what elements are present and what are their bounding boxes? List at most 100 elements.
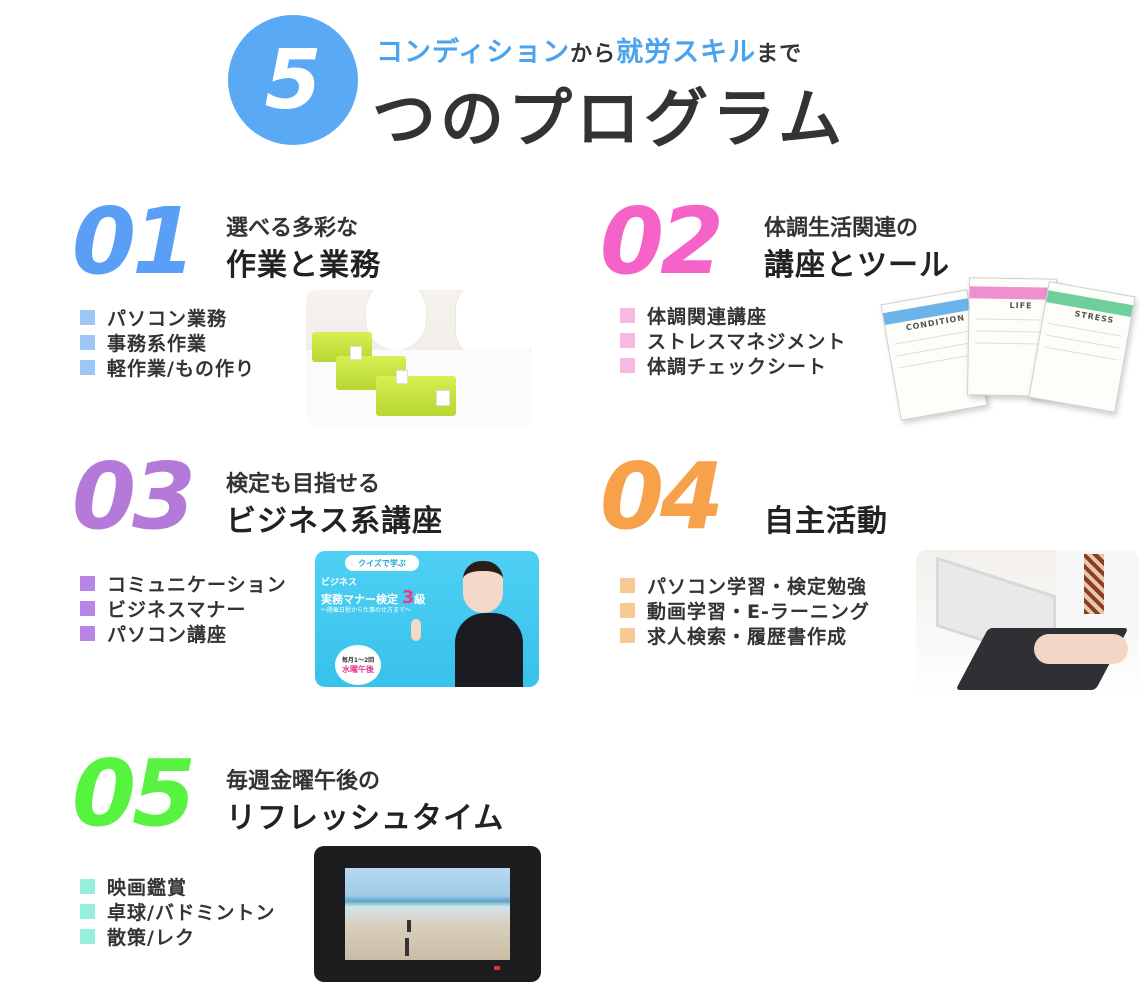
section-05-list: 映画鑑賞 卓球/バドミントン 散策/レク	[80, 874, 276, 949]
section-03-subtitle: 検定も目指せる	[226, 472, 381, 497]
list-item: パソコン講座	[80, 621, 287, 646]
list-item-label: パソコン業務	[107, 308, 228, 330]
woman-body	[455, 613, 523, 687]
person-shape	[456, 290, 531, 360]
quiz-grade-suffix: 級	[414, 593, 426, 606]
figure-silhouette	[407, 920, 411, 932]
list-item-label: ストレスマネジメント	[647, 331, 847, 353]
list-item-label: パソコン学習・検定勉強	[647, 576, 868, 598]
list-item: 散策/レク	[80, 924, 276, 949]
square-bullet-icon	[620, 578, 635, 593]
list-item-label: 動画学習・E-ラーニング	[647, 601, 870, 623]
list-item: 事務系作業	[80, 330, 255, 355]
square-bullet-icon	[80, 601, 95, 616]
list-item-label: 映画鑑賞	[107, 877, 188, 899]
list-item-label: 体調関連講座	[647, 306, 768, 328]
square-bullet-icon	[80, 904, 95, 919]
section-01-subtitle: 選べる多彩な	[226, 216, 359, 241]
list-item-label: 求人検索・履歴書作成	[647, 626, 848, 648]
section-05-number: 05	[72, 740, 196, 847]
quiz-line1: ビジネス	[321, 578, 358, 588]
person-arm	[1034, 634, 1128, 664]
section-03-number: 03	[72, 443, 196, 550]
paper-card	[350, 346, 362, 360]
list-item: ストレスマネジメント	[620, 328, 846, 353]
figure-silhouette	[405, 938, 409, 956]
square-bullet-icon	[620, 308, 635, 323]
hero-title: つのプログラム	[372, 83, 847, 157]
quiz-line3: ～開催日程から仕事の仕方まで～	[321, 607, 412, 614]
list-item: パソコン業務	[80, 305, 255, 330]
check-sheets-photo: CONDITION LIFE STRESS	[880, 274, 1136, 424]
paper-card	[396, 370, 408, 384]
paper-card	[436, 390, 450, 406]
section-01-list: パソコン業務 事務系作業 軽作業/もの作り	[80, 305, 255, 380]
list-item-label: 事務系作業	[107, 333, 208, 355]
list-item: 求人検索・履歴書作成	[620, 623, 870, 648]
list-item-label: 軽作業/もの作り	[107, 358, 255, 380]
quiz-banner-photo: クイズで学ぶ ビジネス 実務マナー検定 3級 ～開催日程から仕事の仕方まで～ 毎…	[315, 551, 539, 687]
square-bullet-icon	[80, 360, 95, 375]
office-work-photo	[306, 290, 531, 426]
section-02-title: 講座とツール	[764, 248, 950, 283]
square-bullet-icon	[80, 335, 95, 350]
list-item: 動画学習・E-ラーニング	[620, 598, 870, 623]
hero-subtitle-skill: 就労スキル	[616, 37, 757, 68]
badge-bottom: 水曜午後	[342, 665, 374, 674]
projector-screen	[345, 868, 510, 960]
list-item: パソコン学習・検定勉強	[620, 573, 870, 598]
list-item: ビジネスマナー	[80, 596, 287, 621]
list-item: 卓球/バドミントン	[80, 899, 276, 924]
square-bullet-icon	[80, 310, 95, 325]
laptop-study-photo	[916, 550, 1139, 700]
person-shape	[366, 290, 426, 350]
list-item: 体調チェックシート	[620, 353, 846, 378]
section-05-subtitle: 毎週金曜午後の	[226, 769, 381, 794]
movie-screening-photo	[314, 846, 541, 982]
list-item: 体調関連講座	[620, 303, 846, 328]
sheet-label: LIFE	[1009, 300, 1033, 311]
section-01-number: 01	[72, 188, 196, 295]
quiz-exam-name: 実務マナー検定	[321, 593, 398, 606]
section-02-subtitle: 体調生活関連の	[764, 216, 919, 241]
section-01-title: 作業と業務	[226, 248, 381, 283]
list-item: 軽作業/もの作り	[80, 355, 255, 380]
list-item-label: ビジネスマナー	[107, 599, 247, 621]
section-02-number: 02	[600, 188, 724, 295]
list-item-label: 卓球/バドミントン	[107, 902, 276, 924]
section-04-list: パソコン学習・検定勉強 動画学習・E-ラーニング 求人検索・履歴書作成	[620, 573, 870, 648]
pointing-hand	[411, 619, 421, 641]
hero-subtitle-condition: コンディション	[376, 37, 571, 68]
quiz-schedule-badge: 毎月1～2回 水曜午後	[335, 645, 381, 685]
square-bullet-icon	[80, 879, 95, 894]
list-item-label: コミュニケーション	[107, 574, 287, 596]
hero-number: 5	[264, 32, 322, 128]
quiz-line2: 実務マナー検定 3級	[321, 587, 425, 608]
list-item-label: 体調チェックシート	[647, 356, 828, 378]
list-item-label: パソコン講座	[107, 624, 228, 646]
square-bullet-icon	[80, 929, 95, 944]
section-04-number: 04	[600, 443, 724, 550]
section-04-title: 自主活動	[764, 504, 888, 539]
square-bullet-icon	[620, 603, 635, 618]
section-03-list: コミュニケーション ビジネスマナー パソコン講座	[80, 571, 287, 646]
square-bullet-icon	[620, 333, 635, 348]
woman-head	[463, 561, 503, 613]
hero-subtitle-until: まで	[756, 42, 803, 67]
badge-top: 毎月1～2回	[341, 657, 375, 664]
square-bullet-icon	[80, 576, 95, 591]
hero-number-circle: 5	[228, 15, 358, 145]
section-02-list: 体調関連講座 ストレスマネジメント 体調チェックシート	[620, 303, 846, 378]
list-item-label: 散策/レク	[107, 927, 195, 949]
projector-led	[494, 966, 500, 970]
stress-sheet: STRESS	[1028, 281, 1136, 413]
quiz-grade: 3	[401, 587, 415, 608]
section-03-title: ビジネス系講座	[226, 504, 443, 539]
square-bullet-icon	[80, 626, 95, 641]
hero-subtitle: コンディションから就労スキルまで	[376, 30, 802, 69]
square-bullet-icon	[620, 628, 635, 643]
list-item: 映画鑑賞	[80, 874, 276, 899]
list-item: コミュニケーション	[80, 571, 287, 596]
person-scarf	[1084, 554, 1104, 614]
square-bullet-icon	[620, 358, 635, 373]
